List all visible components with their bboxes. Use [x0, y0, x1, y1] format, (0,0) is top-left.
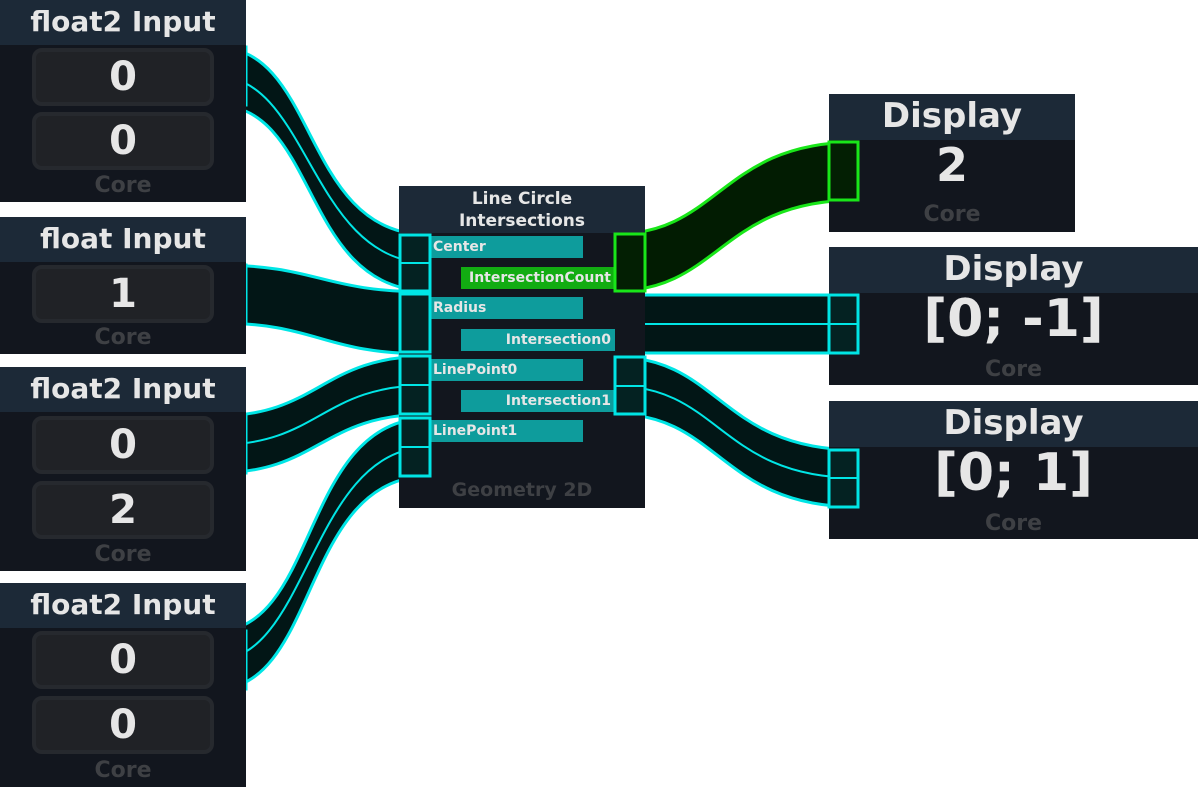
node-category: Core [984, 511, 1043, 536]
display-node-count[interactable]: Display 2 Core [829, 94, 1075, 232]
node-category: Core [94, 325, 152, 350]
node-title: float2 Input [0, 367, 246, 412]
input-pin-linepoint1[interactable]: LinePoint1 [429, 420, 583, 442]
input-pin-center[interactable]: Center [429, 236, 583, 258]
output-pin-intersection-count[interactable]: IntersectionCount [461, 267, 615, 289]
display-value: [0; -1] [923, 289, 1104, 349]
float2-input-node-2[interactable]: float2 Input 0 2 Core [0, 367, 246, 571]
node-category: Core [94, 758, 152, 783]
node-title-line1: Line Circle [471, 189, 573, 209]
node-category: Geometry 2D [451, 479, 593, 501]
value-field[interactable]: 1 [32, 265, 214, 323]
x-field[interactable]: 0 [32, 631, 214, 689]
line-circle-intersections-node[interactable]: Line Circle Intersections Center Interse… [399, 186, 645, 508]
display-node-intersection1[interactable]: Display [0; 1] Core [829, 401, 1198, 539]
node-title-line2: Intersections [458, 211, 586, 231]
display-value: 2 [935, 138, 968, 192]
output-pin-intersection0[interactable]: Intersection0 [461, 329, 615, 351]
display-value: [0; 1] [934, 443, 1093, 503]
display-node-intersection0[interactable]: Display [0; -1] Core [829, 247, 1198, 385]
node-category: Core [94, 542, 152, 567]
node-category: Core [923, 202, 981, 227]
wire-center[interactable] [214, 45, 432, 293]
input-pin-linepoint0[interactable]: LinePoint0 [429, 359, 583, 381]
y-field[interactable]: 2 [32, 481, 214, 539]
wire-intersection-count[interactable] [613, 140, 860, 293]
node-title: float Input [0, 217, 246, 262]
float2-input-node-1[interactable]: float2 Input 0 0 Core [0, 0, 246, 202]
float-input-node[interactable]: float Input 1 Core [0, 217, 246, 354]
node-title: float2 Input [0, 583, 246, 628]
node-category: Core [94, 173, 152, 198]
node-title: Line Circle Intersections [399, 186, 645, 233]
wire-intersection0[interactable] [613, 293, 860, 355]
wire-intersection1[interactable] [613, 355, 860, 509]
x-field[interactable]: 0 [32, 416, 214, 474]
node-title: float2 Input [0, 0, 246, 45]
x-field[interactable]: 0 [32, 48, 214, 106]
node-title: Display [829, 401, 1198, 447]
y-field[interactable]: 0 [32, 696, 214, 754]
y-field[interactable]: 0 [32, 112, 214, 170]
float2-input-node-3[interactable]: float2 Input 0 0 Core [0, 583, 246, 787]
node-category: Core [984, 357, 1043, 382]
node-title: Display [829, 94, 1075, 140]
output-pin-intersection1[interactable]: Intersection1 [461, 390, 615, 412]
node-title: Display [829, 247, 1198, 293]
input-pin-radius[interactable]: Radius [429, 297, 583, 319]
